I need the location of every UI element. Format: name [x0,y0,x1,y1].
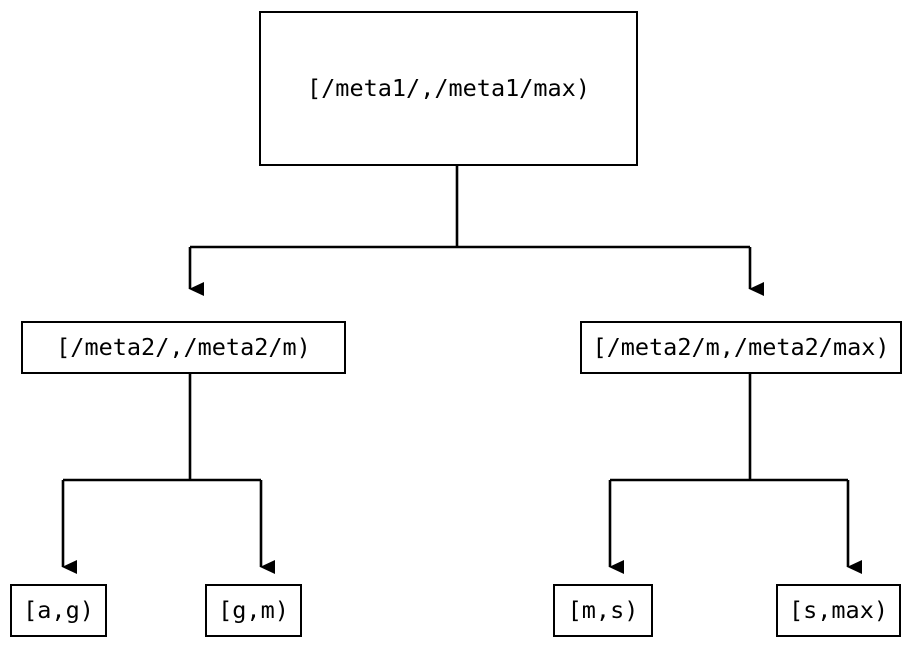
node-leaf-smax-label: [s,max) [788,595,889,624]
node-root[interactable]: [/meta1/,/meta1/max) [259,11,638,166]
node-mid-left-label: [/meta2/,/meta2/m) [56,332,311,361]
node-leaf-gm[interactable]: [g,m) [205,584,302,637]
node-mid-right-label: [/meta2/m,/meta2/max) [592,332,890,361]
node-root-label: [/meta1/,/meta1/max) [307,73,590,102]
node-mid-left[interactable]: [/meta2/,/meta2/m) [21,321,346,374]
node-mid-right[interactable]: [/meta2/m,/meta2/max) [580,321,902,374]
node-leaf-ms[interactable]: [m,s) [553,584,653,637]
node-leaf-smax[interactable]: [s,max) [776,584,901,637]
node-leaf-gm-label: [g,m) [218,595,289,624]
node-leaf-ag[interactable]: [a,g) [10,584,107,637]
node-leaf-ag-label: [a,g) [23,595,94,624]
node-leaf-ms-label: [m,s) [567,595,639,624]
